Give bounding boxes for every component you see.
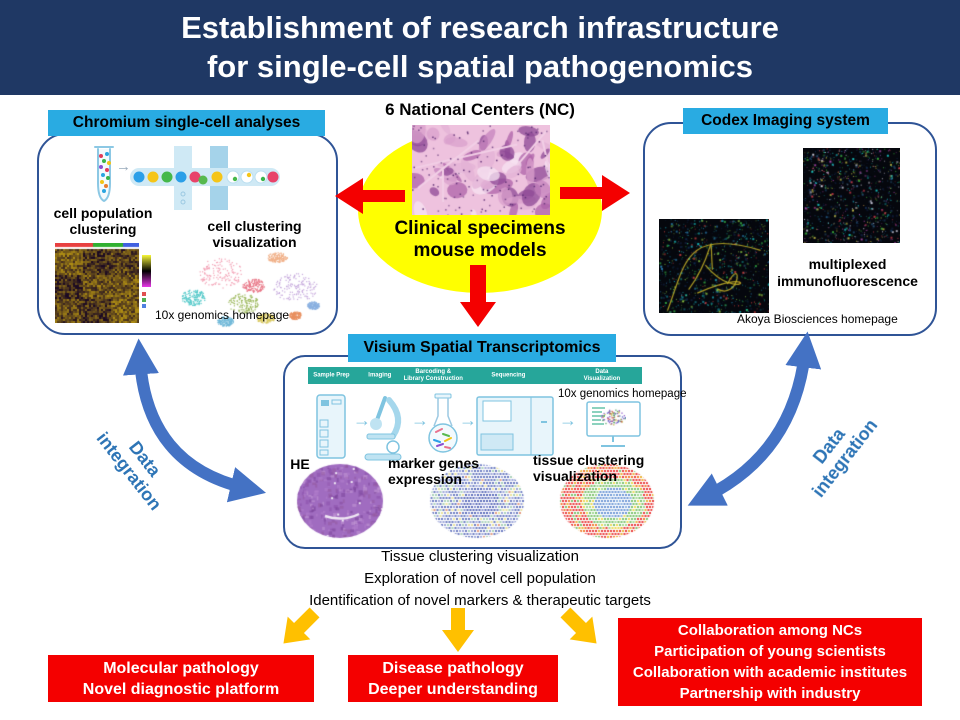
arrow-right-icon: → (116, 158, 131, 175)
chromium-panel-label: Chromium single-cell analyses (48, 110, 325, 136)
visium-workflow-banner: Sample Prep Imaging Barcoding & Library … (308, 367, 642, 384)
page-title: Establishment of research infrastructure… (0, 0, 960, 95)
national-centers-title: 6 National Centers (NC) (385, 100, 575, 119)
flow-arrow-icon: → (459, 410, 477, 430)
amber-arrow-down-left-icon (283, 607, 320, 644)
chromium-credit: 10x genomics homepage (155, 308, 290, 322)
outcome-line-2: Exploration of novel cell population (364, 570, 596, 587)
red-arrow-left-icon (335, 178, 405, 214)
red-arrow-down-icon (460, 265, 496, 327)
red-arrows (335, 175, 630, 327)
marker-genes-caption: marker genes expression (388, 455, 480, 487)
heatmap-image (55, 243, 139, 323)
tsne-plot-image (165, 245, 330, 330)
collaboration-box: Collaboration among NCs Participation of… (618, 618, 922, 706)
red-arrow-right-icon (560, 175, 630, 211)
cell-clustering-caption: cell clustering visualization (207, 218, 302, 250)
amber-arrow-down-right-icon (560, 607, 597, 644)
microfluidic-chip-icon (130, 146, 280, 210)
flow-arrow-icon: → (411, 410, 429, 430)
codex-panel-label: Codex Imaging system (683, 108, 888, 134)
flow-arrow-icon: → (559, 410, 577, 430)
page-title-line1: Establishment of research infrastructure (181, 10, 779, 45)
outcome-line-3: Identification of novel markers & therap… (309, 592, 651, 609)
amber-arrow-down-icon (442, 608, 474, 652)
library-tube-icon (428, 393, 458, 453)
flow-arrow-icon: → (353, 410, 371, 430)
stage-barcoding: Barcoding & Library Construction (403, 368, 463, 382)
heatmap-identity-legend (142, 292, 146, 308)
visium-panel-label: Visium Spatial Transcriptomics (348, 334, 616, 362)
data-integration-arrow-left (123, 338, 267, 503)
data-integration-arrow-right (687, 331, 822, 506)
visium-credit: 10x genomics homepage (558, 388, 687, 400)
he-tissue-image (295, 462, 385, 540)
cell-population-caption: cell population clustering (53, 205, 153, 237)
stage-sample-prep: Sample Prep (313, 372, 350, 378)
he-label: HE (290, 456, 310, 472)
instrument-icon (316, 394, 346, 459)
tissue-cluster-image (557, 462, 657, 540)
stage-data-visualization: Data Visualization (583, 368, 621, 382)
stage-imaging: Imaging (368, 372, 392, 378)
multiplexed-caption: multiplexed immunofluorescence (777, 256, 918, 289)
heatmap-legend (142, 255, 151, 287)
page-title-line2: for single-cell spatial pathogenomics (206, 49, 754, 84)
tissue-clustering-caption: tissue clustering visualization (533, 452, 645, 484)
sample-tube-icon (94, 146, 114, 203)
microscope-icon (364, 396, 402, 461)
codex-credit: Akoya Biosciences homepage (737, 312, 898, 326)
marker-expression-image (427, 462, 527, 540)
sequencer-icon (476, 396, 554, 456)
molecular-pathology-box: Molecular pathology Novel diagnostic pla… (48, 655, 314, 702)
fluorescence-image-1 (803, 148, 900, 243)
monitor-pixels-image (600, 408, 626, 426)
outcome-line-1: Tissue clustering visualization (381, 548, 579, 565)
disease-pathology-box: Disease pathology Deeper understanding (348, 655, 558, 702)
fluorescence-image-2 (659, 219, 769, 313)
clinical-specimens-label: Clinical specimens mouse models (394, 218, 566, 261)
amber-arrows (283, 607, 597, 652)
histology-image (412, 125, 550, 215)
stage-sequencing: Sequencing (491, 372, 526, 378)
